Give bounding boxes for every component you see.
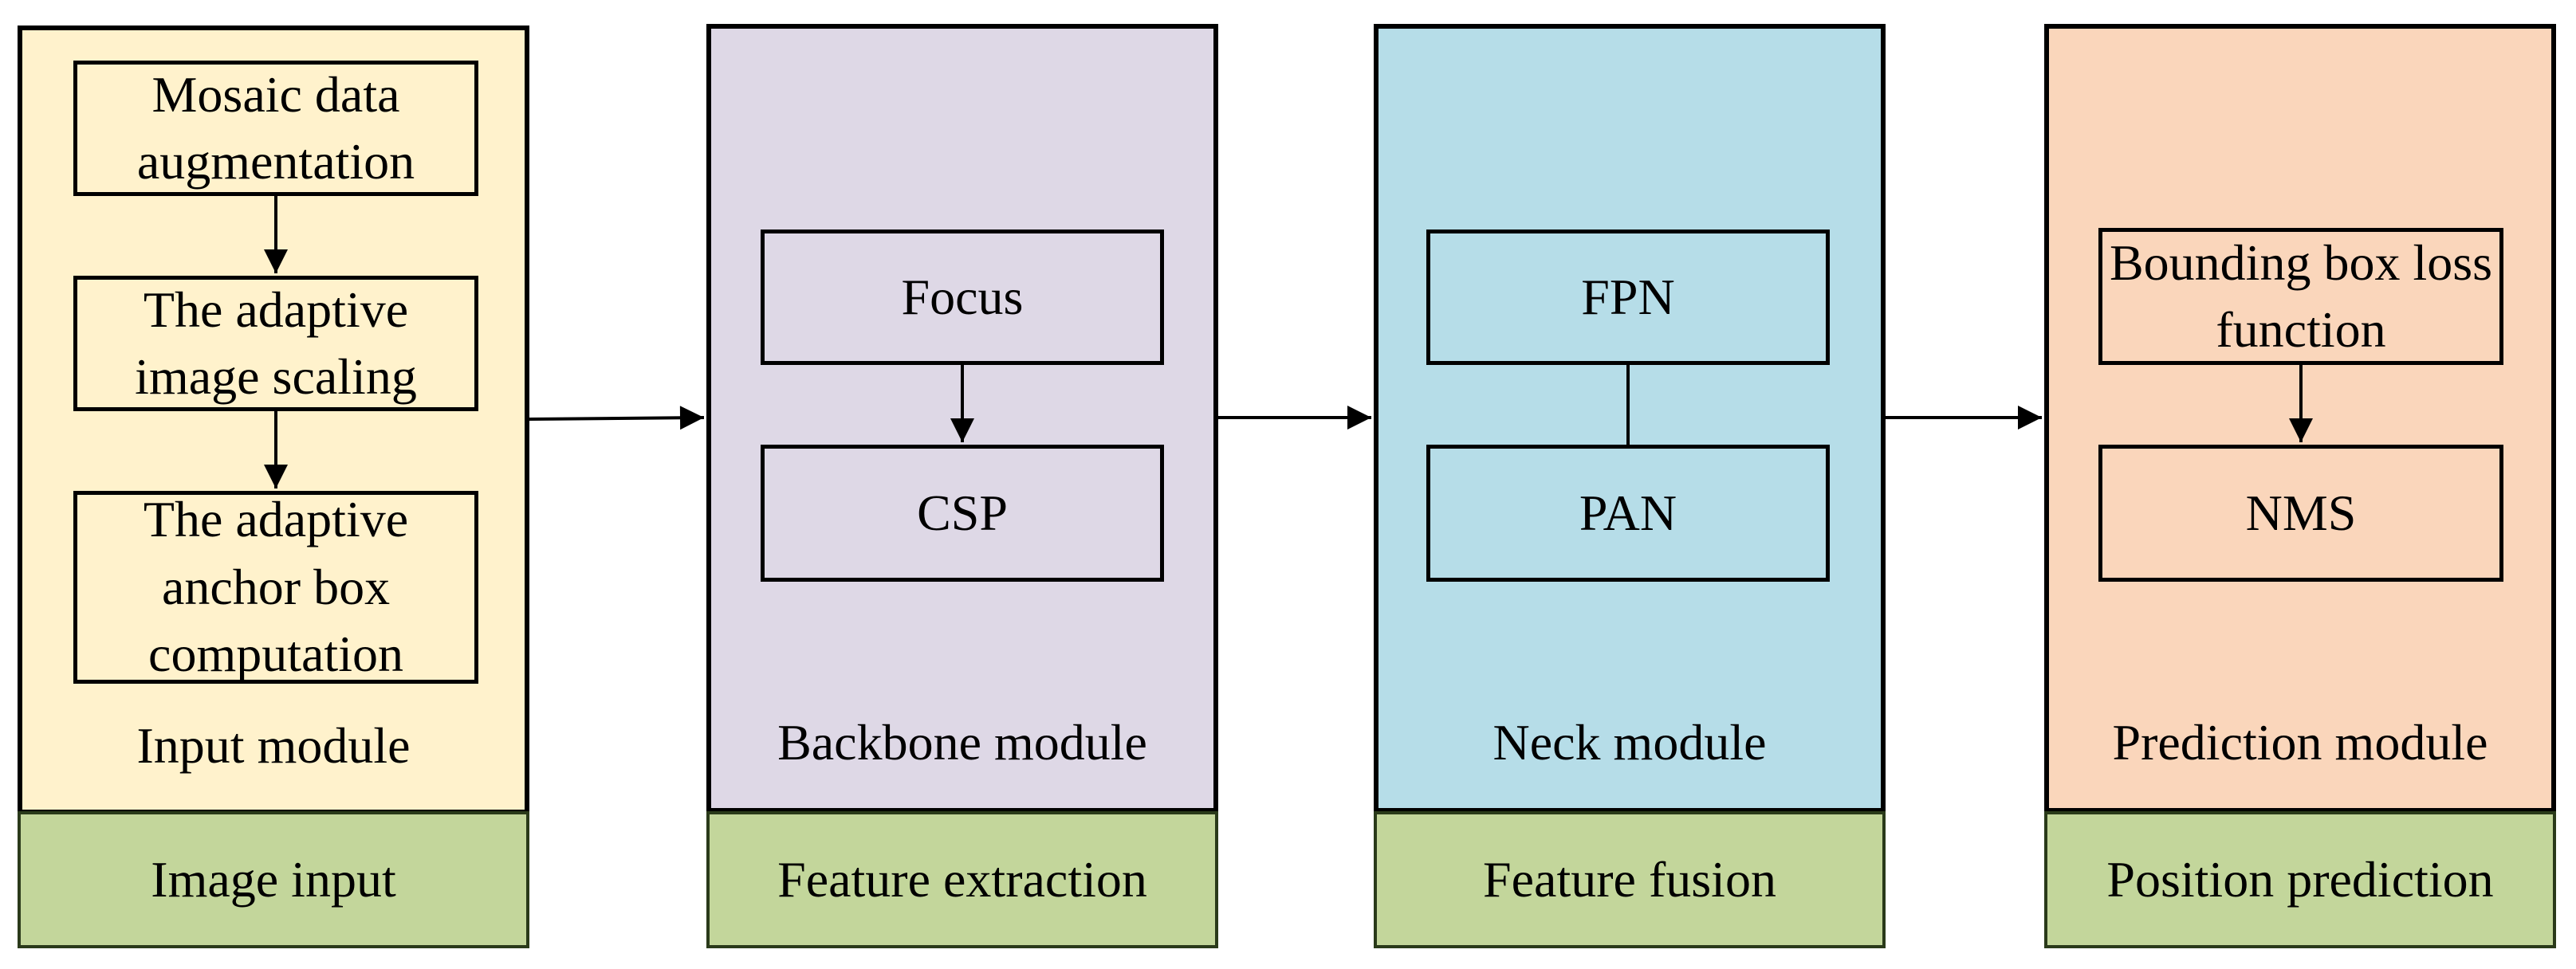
mosaic-augmentation-label: Mosaic data augmentation — [136, 65, 415, 190]
position-prediction-footer-label: Position prediction — [2106, 851, 2494, 908]
bounding-box-loss-function-box: Bounding box loss function — [2098, 228, 2503, 365]
nms-box: NMS — [2098, 445, 2503, 582]
adaptive-image-scaling-box: The adaptive image scaling — [73, 276, 478, 411]
feature-fusion-footer: Feature fusion — [1374, 811, 1886, 948]
bounding-box-loss-function-label: Bounding box loss function — [2109, 233, 2493, 358]
adaptive-anchor-box-computation-label: The adaptive anchor box computation — [143, 491, 409, 683]
focus-box: Focus — [761, 230, 1164, 365]
mosaic-augmentation-box: Mosaic data augmentation — [73, 61, 478, 196]
csp-box: CSP — [761, 445, 1164, 582]
neck-module-label: Neck module — [1493, 714, 1767, 771]
image-input-footer-label: Image input — [151, 851, 396, 908]
fpn-box: FPN — [1426, 230, 1830, 365]
csp-label: CSP — [917, 484, 1008, 541]
backbone-module-label: Backbone module — [777, 714, 1147, 771]
position-prediction-footer: Position prediction — [2044, 811, 2556, 948]
image-input-footer: Image input — [18, 811, 529, 948]
arrow-input-to-backbone — [529, 406, 705, 430]
feature-extraction-footer-label: Feature extraction — [777, 851, 1147, 908]
prediction-module-label: Prediction module — [2112, 714, 2488, 771]
fpn-label: FPN — [1581, 268, 1675, 325]
input-module-label: Input module — [136, 717, 411, 774]
adaptive-anchor-box-computation-box: The adaptive anchor box computation — [73, 491, 478, 684]
focus-label: Focus — [901, 268, 1024, 325]
nms-label: NMS — [2245, 484, 2357, 541]
pan-box: PAN — [1426, 445, 1830, 582]
feature-extraction-footer: Feature extraction — [706, 811, 1218, 948]
adaptive-image-scaling-label: The adaptive image scaling — [135, 280, 417, 405]
pan-label: PAN — [1579, 484, 1677, 541]
feature-fusion-footer-label: Feature fusion — [1483, 851, 1776, 908]
